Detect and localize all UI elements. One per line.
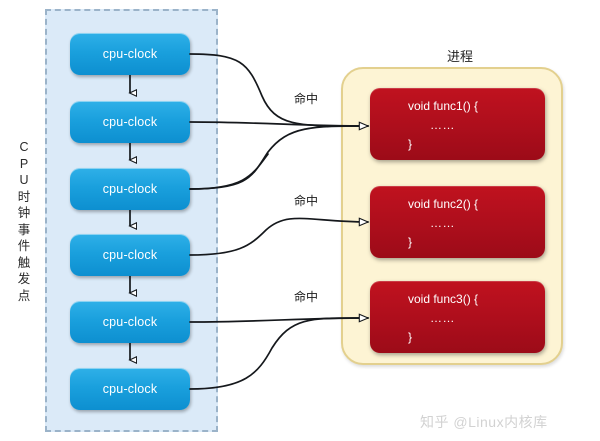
cpu-clock-node[interactable]: cpu-clock [70,101,190,143]
function-body-ellipsis: …… [430,311,455,325]
cpu-trigger-point-label: C P U 时 钟 事 件 触 发 点 [12,139,36,304]
cpu-clock-node-label: cpu-clock [102,182,158,196]
function-box-func2[interactable]: void func2() { …… } [370,186,545,258]
function-body-ellipsis: …… [430,118,455,132]
process-panel-title: 进程 [446,49,473,64]
cpu-clock-node-label: cpu-clock [102,47,158,61]
function-signature: void func1() { [408,99,479,113]
cpu-label-char: 触 [17,255,31,270]
function-signature: void func2() { [408,197,479,211]
cpu-label-char: 件 [17,239,31,253]
function-close-brace: } [408,235,413,249]
cpu-label-char: 时 [17,189,31,204]
hit-label-2: 命中 [294,194,319,208]
cpu-label-char: 钟 [17,206,31,220]
hit-label-3: 命中 [294,290,319,304]
hit-label-1: 命中 [294,92,319,106]
cpu-clock-node[interactable]: cpu-clock [70,301,190,343]
function-box-func3[interactable]: void func3() { …… } [370,281,545,353]
function-close-brace: } [408,330,413,344]
cpu-label-char: 发 [17,272,31,286]
cpu-label-char: U [19,173,29,187]
cpu-label-char: 事 [17,222,31,237]
cpu-label-char: C [19,140,29,154]
cpu-clock-node-label: cpu-clock [102,315,158,329]
cpu-label-char: 点 [17,288,31,303]
cpu-clock-node[interactable]: cpu-clock [70,168,190,210]
cpu-clock-node-label: cpu-clock [102,248,158,262]
function-close-brace: } [408,137,413,151]
cpu-clock-node-label: cpu-clock [102,115,158,129]
cpu-clock-node[interactable]: cpu-clock [70,234,190,276]
cpu-clock-node[interactable]: cpu-clock [70,33,190,75]
cpu-clock-node[interactable]: cpu-clock [70,368,190,410]
watermark: 知乎 @Linux内核库 [420,414,548,430]
cpu-label-char: P [19,156,29,171]
function-signature: void func3() { [408,292,479,306]
cpu-clock-node-label: cpu-clock [102,382,158,396]
function-body-ellipsis: …… [430,216,455,230]
function-box-func1[interactable]: void func1() { …… } [370,88,545,160]
